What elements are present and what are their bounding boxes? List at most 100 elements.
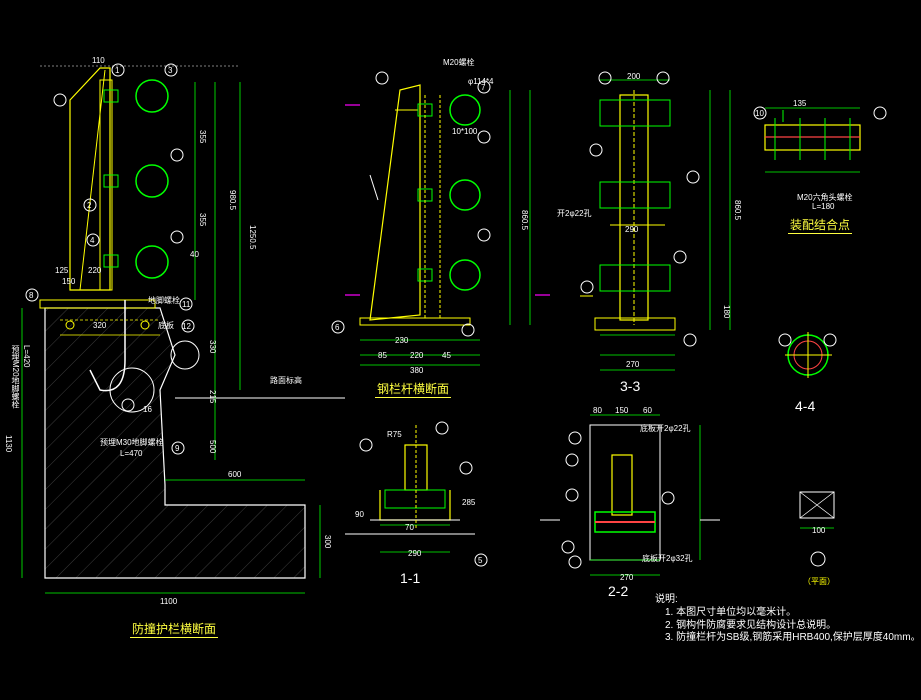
section-1-1 [345, 425, 475, 553]
dim-d135: 135 [793, 99, 807, 108]
title-assembly: 装配结合点 [788, 218, 853, 234]
dim-s330: 330 [208, 340, 217, 354]
section-2-2 [540, 414, 720, 576]
plan-detail [799, 491, 835, 567]
drawing-canvas [21, 63, 887, 594]
dim-d860: 860.5 [733, 200, 742, 221]
note-line-1: 1. 本图尺寸单位均以毫米计。 [665, 607, 797, 618]
callout-9: 9 [175, 444, 180, 453]
label-l470: L=470 [120, 449, 143, 458]
section-4-4 [785, 332, 832, 378]
dim-d60: 60 [643, 406, 652, 415]
label-hole-top: 底板开2φ22孔 [640, 424, 691, 433]
dim-d180: 180 [722, 305, 731, 319]
label-m20-hex: M20六角头螺栓 [797, 193, 853, 202]
callout-5: 5 [478, 556, 483, 565]
callout-11: 11 [182, 300, 191, 309]
dim-h1: 980.5 [228, 190, 237, 211]
callout-12: 12 [182, 322, 191, 331]
section-3-3 [580, 79, 731, 371]
dim-d285: 285 [462, 498, 476, 507]
assembly-detail [764, 107, 861, 173]
callout-10: 10 [755, 109, 764, 118]
dim-d220: 220 [88, 266, 102, 275]
dim-d290: 290 [625, 225, 639, 234]
dim-step-height: 300 [323, 535, 332, 549]
barrier-section [21, 65, 345, 594]
dim-d85: 85 [378, 351, 387, 360]
dim-d90: 90 [355, 510, 364, 519]
dim-step-width: 600 [228, 470, 242, 479]
dim-d290-b: 290 [408, 549, 422, 558]
dim-d380: 380 [410, 366, 424, 375]
dim-d220-b: 220 [410, 351, 424, 360]
rail-pipe-low [135, 245, 169, 279]
title-plan: （平面） [803, 577, 835, 586]
anchor-bolt [89, 300, 126, 392]
dim-total-width: 1100 [160, 597, 178, 606]
post-inner [79, 69, 106, 291]
dim-s500: 500 [208, 440, 217, 454]
dim-s355-a: 355 [198, 130, 207, 144]
label-l420: L=420 [22, 345, 31, 368]
dim-h2: 1250.5 [248, 225, 257, 250]
label-m30-bolt: 预埋M30地脚螺栓 [100, 438, 164, 447]
callout-2: 2 [87, 201, 92, 210]
title-sec-4-4: 4-4 [795, 398, 816, 414]
dim-top-width: 110 [92, 56, 105, 65]
title-rail-section: 钢栏杆横断面 [375, 382, 452, 398]
dim-d45: 45 [442, 351, 451, 360]
concrete-body [44, 307, 306, 579]
label-plate: 底板 [158, 321, 174, 330]
callout-7: 7 [481, 83, 486, 92]
rail-section [345, 84, 550, 366]
dim-d80: 80 [593, 406, 602, 415]
post-outline [69, 67, 111, 291]
callout-bubbles [25, 63, 887, 569]
label-m20-bolt: M20螺栓 [443, 58, 475, 67]
cad-drawing: 防撞护栏横断面 钢栏杆横断面 装配结合点 （平面） 3-3 4-4 1-1 2-… [4, 56, 921, 643]
callout-3: 3 [168, 66, 173, 75]
label-hole-side: 开2φ22孔 [557, 209, 592, 218]
bolt-block-low [103, 254, 119, 268]
dim-d100: 100 [812, 526, 826, 535]
dim-d320: 320 [93, 321, 107, 330]
rail-pipe-mid [135, 164, 169, 198]
bolt-block-mid [103, 174, 119, 188]
detail-circle [109, 367, 155, 413]
dim-d200: 200 [627, 72, 641, 81]
title-sec-2-2: 2-2 [608, 583, 629, 599]
detail-circle-2 [170, 340, 200, 370]
label-l180: L=180 [812, 202, 835, 211]
label-hole-bottom: 底板开2φ32孔 [642, 554, 693, 563]
dim-s215: 215 [208, 390, 217, 404]
rail-pipe-top [135, 79, 169, 113]
dim-d150-b: 150 [615, 406, 629, 415]
dim-d230: 230 [395, 336, 409, 345]
label-cap-dim: R75 [387, 430, 402, 439]
callout-1: 1 [115, 66, 120, 75]
cap-plate [39, 299, 156, 309]
label-road-surface: 路面标高 [270, 376, 302, 385]
note-line-2: 2. 钢构件防腐要求见结构设计总说明。 [665, 620, 837, 631]
title-barrier-section: 防撞护栏横断面 [130, 622, 219, 638]
note-line-3: 3. 防撞栏杆为SB级,钢筋采用HRB400,保护层厚度40mm。 [665, 632, 921, 643]
label-pipe-spec2: 10*100 [452, 127, 478, 136]
callout-8: 8 [29, 291, 34, 300]
label-m20-embed: 预埋M20地脚螺栓 [11, 345, 20, 409]
bolt-block-top [103, 89, 119, 103]
dim-base-height: 1130 [4, 435, 13, 453]
notes-heading: 说明: [655, 594, 678, 605]
dim-d150: 150 [62, 277, 76, 286]
callout-4: 4 [90, 236, 95, 245]
dim-d270-b: 270 [620, 573, 634, 582]
label-anchor-bolt: 地脚螺栓 [148, 296, 180, 305]
label-pipe-spec: φ114*4 [468, 77, 494, 86]
cap [99, 79, 113, 291]
dim-d860-b: 860.5 [520, 210, 529, 231]
dim-d125: 125 [55, 266, 69, 275]
dim-d40: 40 [190, 250, 199, 259]
title-sec-1-1: 1-1 [400, 570, 421, 586]
dim-d16: 16 [143, 405, 152, 414]
dim-d70: 70 [405, 523, 414, 532]
